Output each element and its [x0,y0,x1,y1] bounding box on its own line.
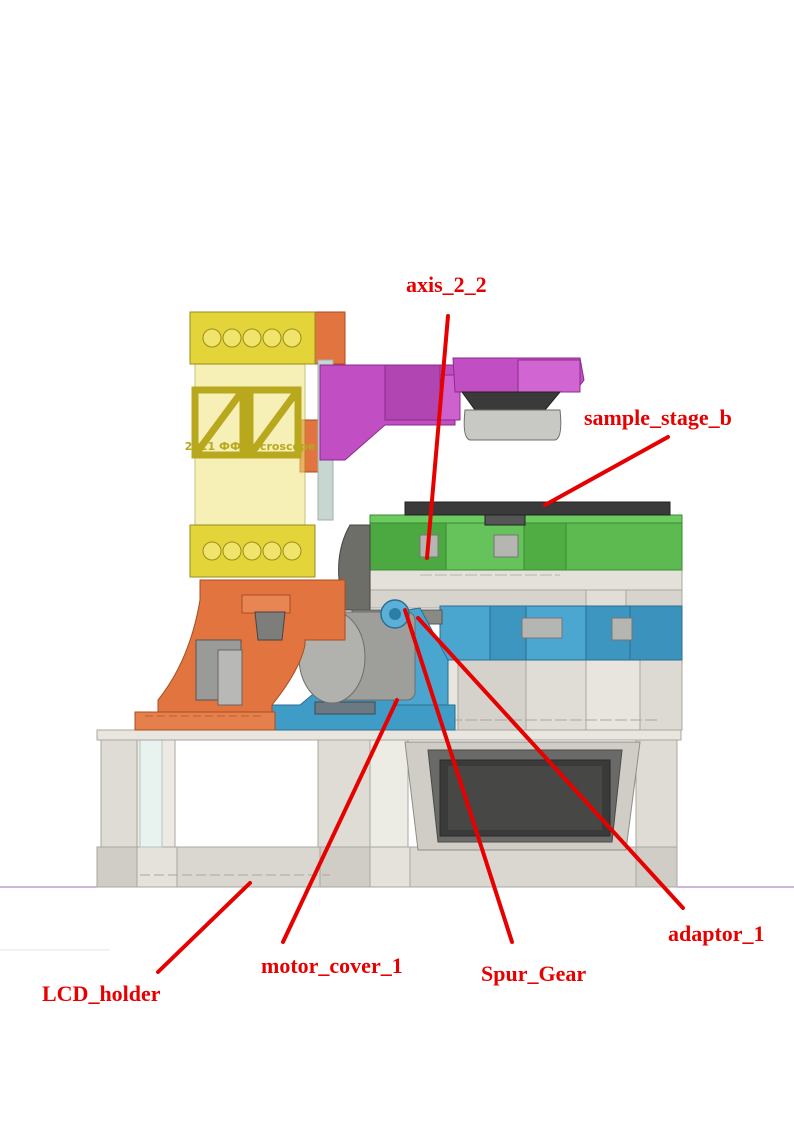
axis-callout-line [425,314,450,560]
spur-gear [380,599,410,629]
sample-stage-plate [404,501,671,526]
spur-gear-callout-line [403,608,514,944]
label-axis: axis_2_2 [406,272,487,297]
magenta-arm [319,357,585,461]
callout-lines [156,314,685,974]
label-sample-stage: sample_stage_b [584,405,732,430]
blue-translation-block [439,605,683,661]
sample-stage-callout-line [543,435,670,507]
lcd-holder-base [96,729,682,888]
label-spur-gear: Spur_Gear [481,961,586,986]
motor-cover-callout-line [281,698,399,944]
lcd-screen [404,741,641,851]
stage-stack [369,569,683,731]
adaptor-callout-line [416,616,685,910]
label-lcd-holder: LCD_holder [42,981,161,1006]
callout-labels: axis_2_2 sample_stage_b adaptor_1 Spur_G… [42,272,765,1006]
label-adaptor: adaptor_1 [668,921,765,946]
lcd-holder-callout-line [156,881,252,974]
label-motor-cover: motor_cover_1 [261,953,403,978]
green-stage-block [369,514,683,571]
yellow-logo-block: 2021 ФФ microscope [185,311,316,578]
